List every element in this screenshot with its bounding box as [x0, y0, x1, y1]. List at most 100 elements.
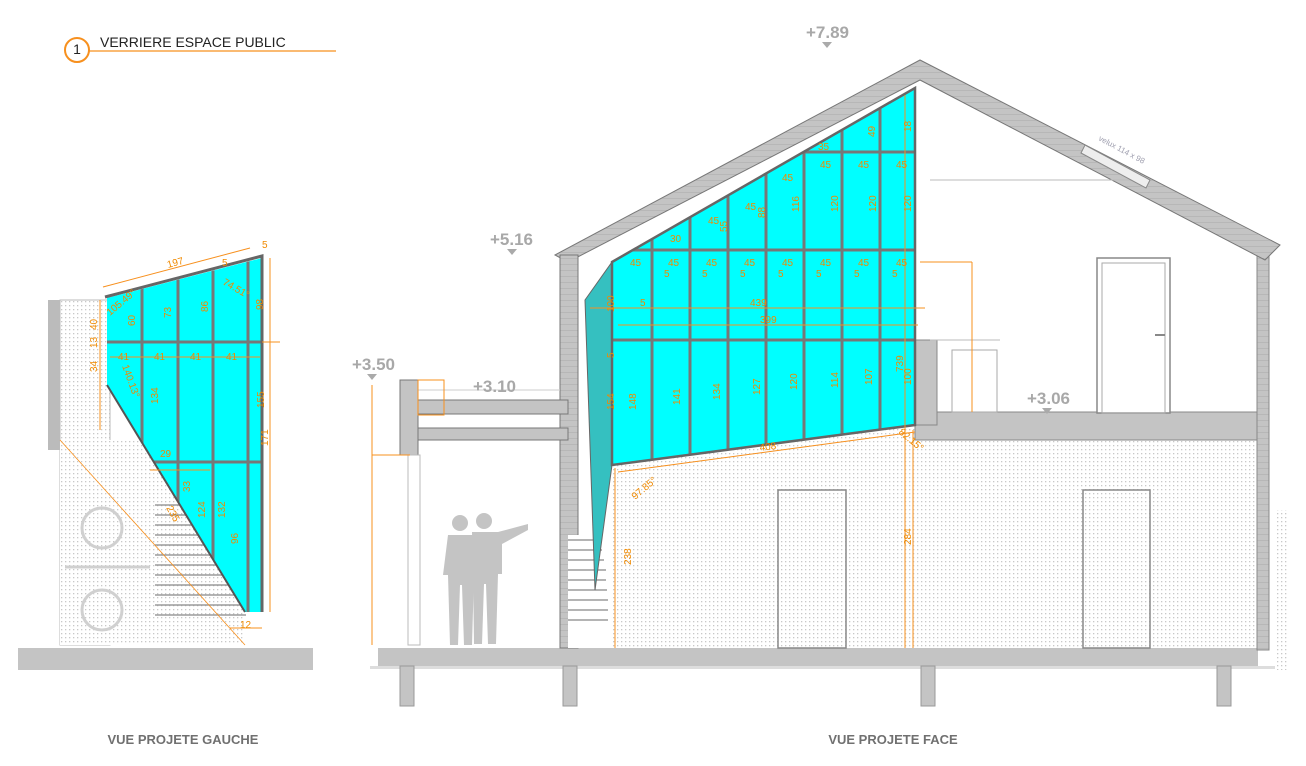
wall-section — [48, 300, 60, 450]
dim-label: 114 — [830, 372, 841, 388]
dim-label: 284 — [903, 528, 914, 545]
title-number-circle — [64, 37, 90, 63]
dim-label: 35 — [818, 142, 830, 153]
dim-label: 41 — [154, 352, 166, 363]
dim-label: 12 — [240, 620, 252, 631]
ground-slab — [18, 648, 313, 670]
dim-label: 29 — [160, 449, 172, 460]
level-markers: +7.89 +5.16 +3.50 +3.10 +3.06 — [352, 23, 1070, 414]
dim-label: 41 — [190, 352, 202, 363]
people-silhouette — [443, 513, 528, 645]
dim-label: 120 — [789, 373, 800, 390]
dim-label: 739 — [895, 355, 906, 372]
dim-label: 41 — [118, 352, 130, 363]
right-wall — [1256, 254, 1270, 651]
level-eave: +5.16 — [490, 230, 533, 249]
dim-label: 5 — [702, 269, 708, 280]
dim-label: 40 — [89, 318, 100, 330]
dim-label: 116 — [791, 196, 802, 212]
dim-label: 5 — [606, 352, 617, 358]
dim-label: 45 — [782, 173, 794, 184]
dim-label: 197 — [166, 256, 185, 271]
dim-label: 127 — [752, 378, 763, 395]
level-walkway: +3.10 — [473, 377, 516, 396]
drawing-title: 1 VERRIERE ESPACE PUBLIC — [64, 34, 336, 63]
level-ridge: +7.89 — [806, 23, 849, 42]
dim-label: 5 — [222, 258, 228, 269]
dim-label: 13 — [89, 336, 100, 348]
railing — [951, 349, 998, 413]
left-dimension-lines — [99, 247, 280, 629]
front-glazing — [612, 88, 915, 465]
dim-label: 18 — [903, 120, 914, 132]
dim-label: 33 — [182, 480, 193, 492]
bicycle-icons — [65, 506, 150, 632]
dim-label: 141 — [672, 388, 683, 405]
door-ground-1 — [777, 489, 847, 649]
dim-label: 49 — [867, 125, 878, 137]
dim-label: 5 — [262, 240, 268, 251]
dim-label: 45 — [745, 202, 757, 213]
dim-label: 120 — [903, 195, 914, 212]
dim-label: 154 — [606, 393, 617, 410]
dim-label: 45 — [896, 160, 908, 171]
dim-label: 5 — [854, 269, 860, 280]
dim-label: 98 — [255, 298, 266, 310]
dim-label: 171 — [260, 429, 271, 446]
floor-slab — [378, 648, 1258, 666]
title-number: 1 — [73, 41, 81, 57]
dim-label: 41 — [226, 352, 238, 363]
door-ground-2 — [1082, 489, 1151, 649]
dim-label: 100 — [606, 295, 617, 312]
dim-label: 107 — [864, 368, 875, 385]
dim-label: 5 — [892, 269, 898, 280]
dim-label: 45 — [782, 258, 794, 269]
dim-label: 96 — [230, 532, 241, 544]
dim-label: 45 — [858, 258, 870, 269]
dim-label: 155 — [256, 391, 267, 408]
dim-label: 120 — [868, 195, 879, 212]
dim-label: 134 — [712, 383, 723, 400]
dim-label: 88 — [757, 206, 768, 218]
dim-label: 45 — [708, 216, 720, 227]
dim-label: 34 — [89, 360, 100, 372]
dim-label: 45 — [820, 160, 832, 171]
level-floor: +3.06 — [1027, 389, 1070, 408]
dim-label: 45 — [744, 258, 756, 269]
ground-floor-wall — [612, 440, 1257, 648]
dim-label: 45 — [858, 160, 870, 171]
dim-label: 132 — [217, 501, 228, 518]
dim-label: 134 — [150, 387, 161, 404]
dim-label: 5 — [816, 269, 822, 280]
front-view: velux 114 x 98 — [352, 23, 1287, 747]
upper-floor-slab — [914, 411, 1258, 441]
dim-label: 86 — [200, 300, 211, 312]
dim-label: 73 — [163, 306, 174, 318]
dim-label: 408 — [759, 441, 777, 454]
dim-label: 60 — [127, 314, 138, 326]
dim-label: 45 — [820, 258, 832, 269]
dim-label: 5 — [640, 298, 646, 309]
piles — [399, 665, 1232, 707]
left-glazing — [107, 258, 262, 612]
dim-label: 55 — [719, 220, 730, 232]
dim-label: 5 — [740, 269, 746, 280]
dim-label: 30 — [670, 234, 682, 245]
dim-label: 124 — [197, 501, 208, 518]
left-view: 197 5 5 74.51° 105.49° 60 73 86 98 41 41… — [18, 240, 313, 747]
dim-label: 399 — [760, 315, 777, 326]
dim-label: 45 — [668, 258, 680, 269]
dim-label: 439 — [750, 298, 767, 309]
dim-label: 148 — [628, 393, 639, 410]
dim-label: 5 — [778, 269, 784, 280]
walkway-slab — [417, 399, 569, 415]
front-dimension-lines — [371, 95, 973, 648]
title-label: VERRIERE ESPACE PUBLIC — [100, 34, 286, 50]
dim-label: 45 — [706, 258, 718, 269]
door-upper — [1096, 257, 1171, 414]
dim-label: 100 — [903, 368, 914, 385]
dim-label: 5 — [664, 269, 670, 280]
level-terrace: +3.50 — [352, 355, 395, 374]
dim-label: 45 — [896, 258, 908, 269]
dim-label: 120 — [830, 195, 841, 212]
